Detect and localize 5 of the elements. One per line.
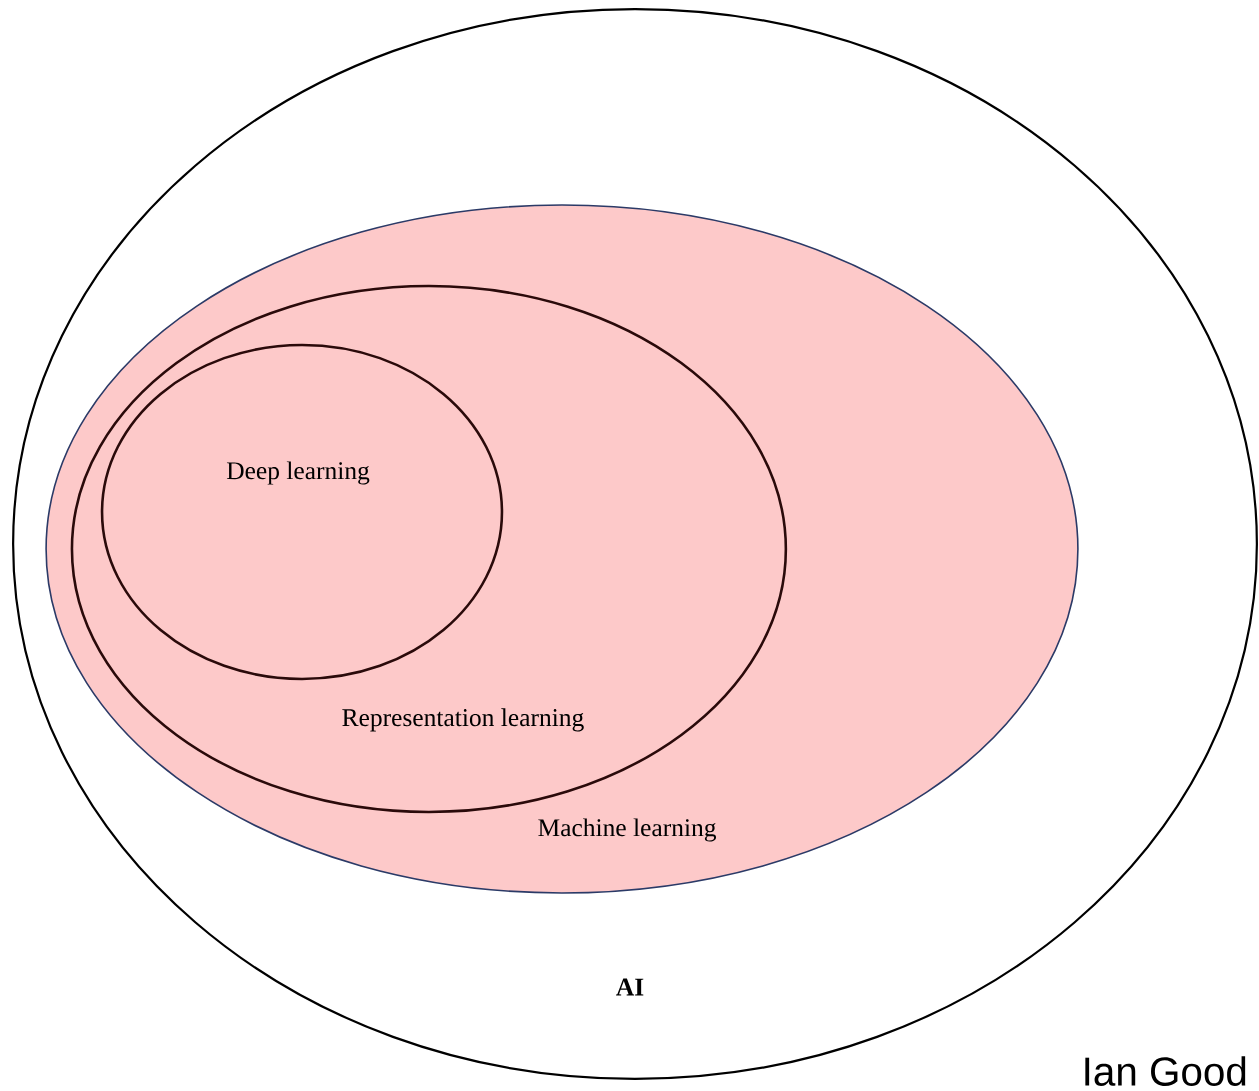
set-label: Representation learning <box>342 708 584 732</box>
credit-text: Ian Good <box>1085 1056 1246 1086</box>
set-label: Deep learning <box>226 461 370 485</box>
set-label: Machine learning <box>538 818 717 842</box>
set-label: AI <box>616 978 644 996</box>
